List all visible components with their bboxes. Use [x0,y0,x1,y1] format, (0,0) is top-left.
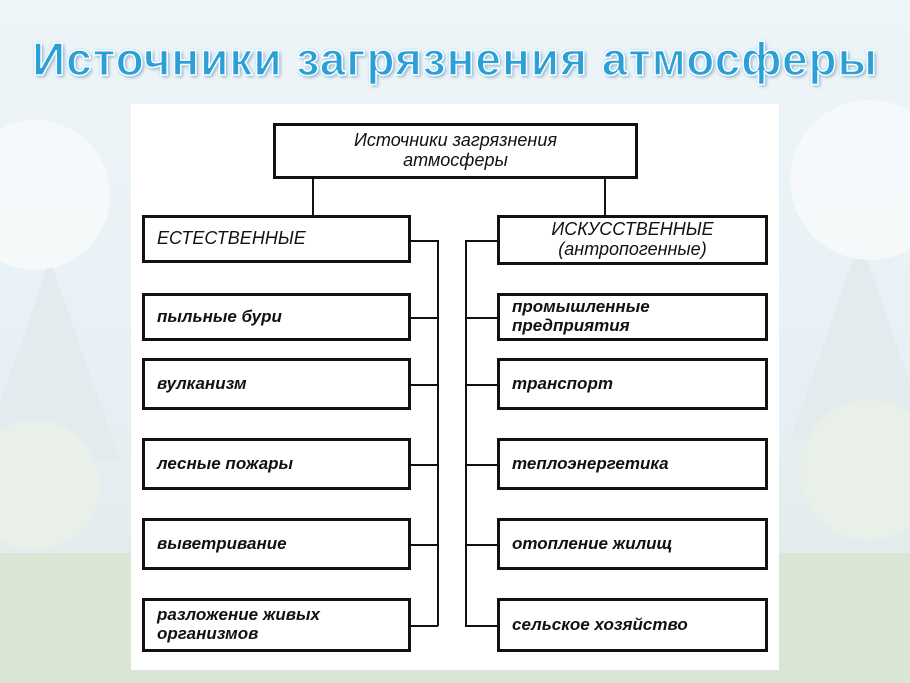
connector-line [312,179,314,215]
artificial-bracket-line [465,240,467,626]
artificial-item-label: сельское хозяйство [512,614,688,634]
natural-item-box: вулканизм [142,358,411,410]
artificial-item-label: транспорт [512,373,613,393]
bush-decoration [0,420,100,550]
connector-line [465,384,497,386]
cloud-decoration [790,100,910,260]
natural-item-label: выветривание [157,533,287,553]
root-line2: атмосферы [403,150,508,170]
connector-line [411,464,438,466]
natural-item-box: разложение живых организмов [142,598,411,652]
connector-line [465,240,497,242]
natural-item-box: выветривание [142,518,411,570]
connector-line [465,625,497,627]
bush-decoration [800,400,910,540]
connector-line [411,625,438,627]
natural-header-box: ЕСТЕСТВЕННЫЕ [142,215,411,263]
natural-item-label: разложение живых организмов [157,605,320,643]
natural-item-label: лесные пожары [157,453,294,473]
artificial-item-box: теплоэнергетика [497,438,768,490]
artificial-item-label: промышленные предприятия [512,297,650,335]
root-box: Источники загрязнения атмосферы [273,123,638,179]
connector-line [411,384,438,386]
artificial-header-line1: ИСКУССТВЕННЫЕ [551,219,714,240]
connector-line [411,240,438,242]
artificial-header-box: ИСКУССТВЕННЫЕ (антропогенные) [497,215,768,265]
diagram-panel: Источники загрязнения атмосферы ЕСТЕСТВЕ… [131,104,779,670]
artificial-header-line2: (антропогенные) [558,239,707,259]
slide-title: Источники загрязнения атмосферы [31,32,878,86]
artificial-item-label: отопление жилищ [512,533,673,553]
natural-item-label: пыльные бури [157,306,282,326]
cloud-decoration [0,120,110,270]
connector-line [465,317,497,319]
artificial-item-box: отопление жилищ [497,518,768,570]
natural-item-box: лесные пожары [142,438,411,490]
artificial-item-box: промышленные предприятия [497,293,768,341]
connector-line [604,179,606,215]
connector-line [465,544,497,546]
root-line1: Источники загрязнения [354,130,557,151]
natural-item-label: вулканизм [157,373,247,393]
natural-item-box: пыльные бури [142,293,411,341]
natural-header: ЕСТЕСТВЕННЫЕ [157,228,306,249]
connector-line [465,464,497,466]
connector-line [411,317,438,319]
artificial-item-label: теплоэнергетика [512,453,669,473]
artificial-item-box: сельское хозяйство [497,598,768,652]
natural-bracket-line [437,240,439,626]
artificial-item-box: транспорт [497,358,768,410]
connector-line [411,544,438,546]
